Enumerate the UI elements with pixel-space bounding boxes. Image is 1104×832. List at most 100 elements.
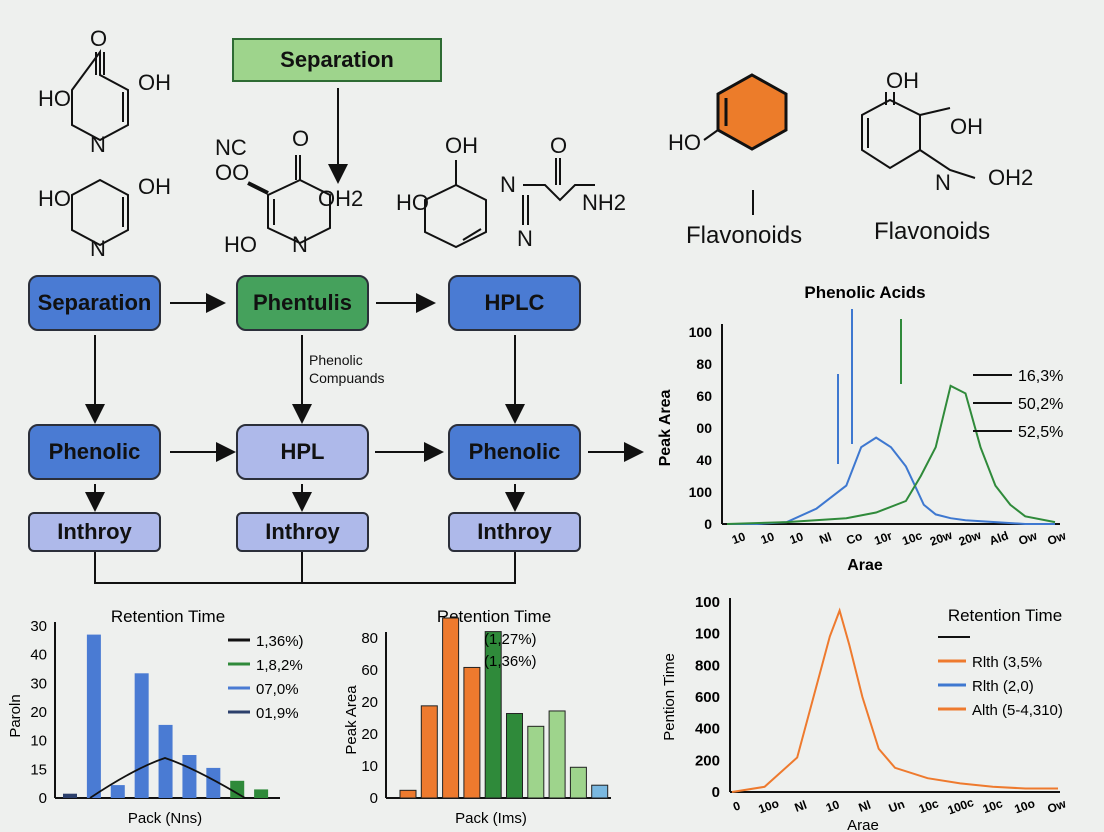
- y-tick-label: 400: [695, 721, 720, 738]
- flow-node-separation: Separation: [28, 275, 161, 331]
- y-tick-label: 0: [370, 790, 378, 807]
- x-tick-label: 20w: [957, 528, 984, 549]
- legend-label: Rlth (2,0): [972, 678, 1034, 695]
- legend-label: 50,2%: [1018, 396, 1063, 413]
- x-tick-label: 10o: [1013, 796, 1037, 816]
- y-tick-label: 0: [704, 516, 712, 532]
- x-tick-label: Un: [887, 797, 907, 816]
- bar: [399, 789, 417, 799]
- m7-n: N: [935, 170, 951, 195]
- flow-node-label: Inthroy: [265, 519, 340, 544]
- overlay-curve: [89, 757, 246, 799]
- bar: [63, 793, 77, 798]
- x-axis-label: Pack (Ims): [455, 810, 527, 827]
- y-tick-label: 80: [361, 630, 378, 647]
- flow-node-label: Inthroy: [57, 519, 132, 544]
- m4-oh: OH: [445, 133, 478, 158]
- y-tick-label: 10: [361, 758, 378, 775]
- x-tick-label: 10r: [872, 528, 894, 547]
- m1-n: N: [90, 132, 106, 157]
- m7-oh2: OH: [950, 114, 983, 139]
- y-tick-label: 20: [361, 694, 378, 711]
- bar: [484, 631, 502, 799]
- m3-o: O: [292, 126, 310, 151]
- separation-top-label: Separation: [280, 47, 394, 72]
- bar: [110, 785, 125, 798]
- flow-node-phenolic-2: Phenolic: [448, 424, 581, 480]
- y-tick-label: 200: [695, 752, 720, 769]
- x-tick-label: 10c: [981, 796, 1005, 816]
- chart-title: Retention Time: [437, 607, 551, 626]
- separation-top-box: Separation: [232, 38, 442, 82]
- y-tick-label: 800: [695, 657, 720, 674]
- m2-oh: OH: [138, 174, 171, 199]
- bar: [442, 617, 460, 799]
- m6-ho: HO: [668, 130, 701, 155]
- x-tick-label: 10o: [757, 796, 781, 816]
- y-tick-label: 80: [696, 356, 712, 372]
- flow-node-label: Phenolic: [468, 439, 561, 464]
- legend-label: 01,9%: [256, 705, 299, 722]
- bar: [506, 713, 523, 799]
- x-tick-label: Nl: [857, 798, 873, 815]
- bar: [86, 634, 101, 798]
- flow-node-hplc: HPLC: [448, 275, 581, 331]
- x-tick-label: Ow: [1045, 796, 1068, 816]
- flow-node-phenolic-1: Phenolic: [28, 424, 161, 480]
- flavonoids-label-2: Flavonoids: [874, 218, 991, 245]
- x-tick-label: 0: [731, 798, 742, 814]
- y-tick-label: 30: [30, 618, 47, 635]
- m1-ho: HO: [38, 86, 71, 111]
- bar: [254, 789, 269, 798]
- bar: [463, 666, 481, 799]
- x-tick-label: Ald: [987, 528, 1010, 548]
- m3-nc: NC: [215, 135, 247, 160]
- flow-node-label: HPLC: [484, 290, 545, 315]
- x-axis-label: Arae: [847, 817, 879, 832]
- flow-node-label: Separation: [37, 290, 152, 315]
- series-line: [726, 384, 1056, 525]
- y-tick-label: 60: [696, 388, 712, 404]
- y-tick-label: 40: [30, 647, 47, 664]
- series-line: [731, 607, 1058, 793]
- flow-node-inthroy-1: Inthroy: [28, 512, 161, 552]
- m1-o: O: [90, 26, 108, 51]
- x-tick-label: 10c: [900, 528, 924, 548]
- chart-title: Retention Time: [948, 606, 1062, 625]
- y-tick-label: 10: [30, 733, 47, 750]
- m3-oh2: OH2: [318, 186, 364, 211]
- legend-label: (1,36%): [484, 653, 537, 670]
- m3-n: N: [292, 232, 308, 257]
- m3-ho: HO: [224, 232, 257, 257]
- x-axis-label: Arae: [847, 557, 883, 574]
- series-line: [727, 436, 1055, 525]
- x-tick-label: 10: [759, 529, 777, 547]
- m5-nh2: NH2: [582, 190, 627, 215]
- m1-oh: OH: [138, 70, 171, 95]
- phenolic-compounds-label: Phenolic Compuands: [309, 352, 385, 386]
- flavonoids-label-1: Flavonoids: [686, 222, 803, 249]
- y-axis-label: Peak Area: [657, 390, 674, 467]
- y-tick-label: 100: [695, 626, 720, 643]
- y-tick-label: 20: [30, 704, 47, 721]
- x-axis-label: Pack (Nns): [128, 810, 202, 827]
- legend-label: 52,5%: [1018, 424, 1063, 441]
- m7-oh-sub: OH2: [988, 165, 1034, 190]
- y-tick-label: 100: [689, 324, 713, 340]
- y-tick-label: 00: [696, 420, 712, 436]
- x-tick-label: Nl: [793, 798, 809, 815]
- m3-oo: OO: [215, 160, 250, 185]
- m5-n2: N: [517, 226, 533, 251]
- m5-o: O: [550, 133, 568, 158]
- y-tick-label: 60: [361, 662, 378, 679]
- legend-label: 1,8,2%: [256, 657, 303, 674]
- y-axis-label: Pention Time: [661, 653, 678, 741]
- y-tick-label: 100: [695, 594, 720, 611]
- bar: [420, 705, 438, 799]
- flow-node-phentulis: Phentulis: [236, 275, 369, 331]
- flow-node-label: Phentulis: [252, 290, 352, 315]
- legend-label: Alth (5-4,310): [972, 702, 1063, 719]
